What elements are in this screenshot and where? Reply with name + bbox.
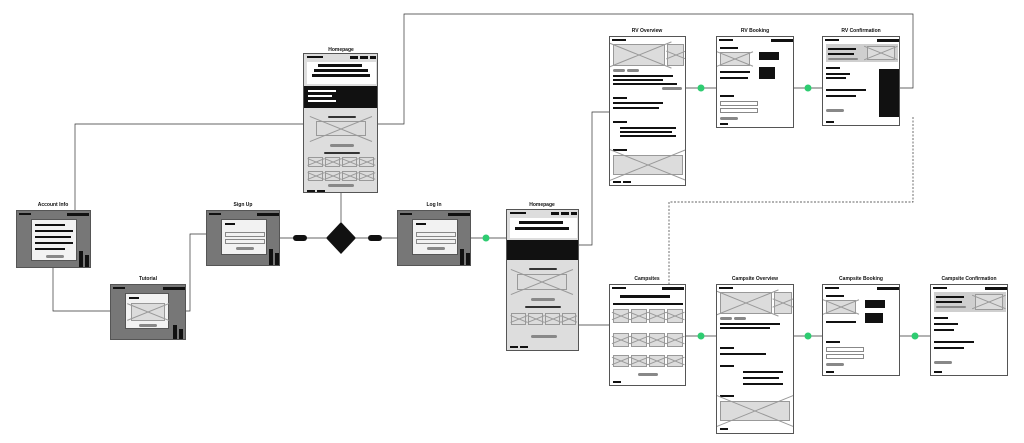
frame-account-info bbox=[16, 210, 91, 268]
frame-campsite-overview bbox=[716, 284, 794, 434]
title-campsites: Campsites bbox=[634, 276, 660, 282]
link-homepage-top-to-account bbox=[74, 123, 303, 210]
title-rv-confirmation: RV Confirmation bbox=[841, 28, 881, 34]
title-campsite-overview: Campsite Overview bbox=[731, 276, 779, 282]
title-campsite-confirmation: Campsite Confirmation bbox=[941, 276, 997, 282]
connector-dot-campsite-overview-booking bbox=[804, 332, 812, 340]
link-tutorial-to-signup bbox=[186, 233, 206, 312]
title-rv-overview: RV Overview bbox=[631, 28, 663, 34]
frame-rv-booking bbox=[716, 36, 794, 128]
link-rv-confirm-to-campsites bbox=[668, 117, 914, 284]
frame-campsite-booking bbox=[822, 284, 900, 376]
title-log-in: Log In bbox=[426, 202, 442, 208]
link-rv-confirm-loop bbox=[378, 13, 914, 125]
title-homepage-main: Homepage bbox=[529, 202, 555, 208]
title-account-info: Account Info bbox=[37, 202, 69, 208]
connector-dot-rv-overview-booking bbox=[697, 84, 705, 92]
frame-sign-up bbox=[206, 210, 280, 266]
frame-log-in bbox=[397, 210, 471, 266]
connector-dot-campsite-booking-confirm bbox=[911, 332, 919, 340]
connector-pill-login bbox=[368, 235, 382, 241]
connector-dot-campsites-overview bbox=[697, 332, 705, 340]
link-account-to-tutorial bbox=[52, 268, 110, 312]
connector-dot-login-homepage bbox=[482, 234, 490, 242]
title-tutorial: Tutorial bbox=[139, 276, 157, 282]
frame-rv-confirmation bbox=[822, 36, 900, 126]
frame-rv-overview bbox=[609, 36, 686, 186]
title-homepage-top: Homepage bbox=[328, 47, 354, 53]
connector-dot-rv-booking-confirm bbox=[804, 84, 812, 92]
frame-campsite-confirmation bbox=[930, 284, 1008, 376]
connector-pill-signup bbox=[293, 235, 307, 241]
link-homepage-main-to-rv bbox=[579, 111, 609, 246]
title-campsite-booking: Campsite Booking bbox=[839, 276, 883, 282]
title-rv-booking: RV Booking bbox=[740, 28, 770, 34]
frame-tutorial bbox=[110, 284, 186, 340]
frame-homepage-top bbox=[303, 53, 378, 193]
frame-homepage-main bbox=[506, 209, 579, 351]
decision-diamond bbox=[326, 222, 356, 254]
title-sign-up: Sign Up bbox=[233, 202, 253, 208]
frame-campsites bbox=[609, 284, 686, 386]
